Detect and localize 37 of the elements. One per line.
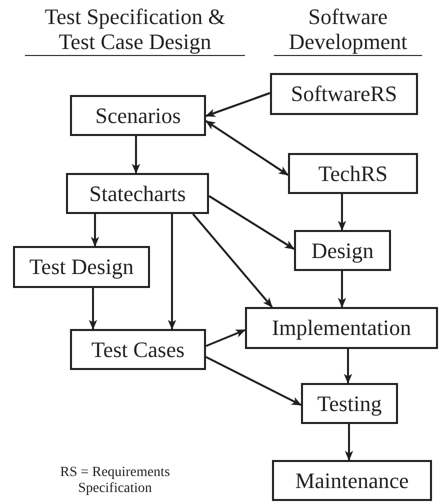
box-label: Test Cases <box>91 338 185 360</box>
arrow <box>344 424 354 461</box>
box-label: Testing <box>317 392 382 414</box>
process-box <box>13 246 150 288</box>
column-heading: Test Specification & Test Case Design <box>25 4 245 56</box>
arrow <box>206 356 302 406</box>
process-box <box>272 460 432 501</box>
process-box <box>70 329 206 370</box>
box-label: Scenarios <box>95 104 181 126</box>
process-box <box>70 95 206 136</box>
box-label: SoftwareRS <box>290 83 398 105</box>
process-box <box>294 230 391 271</box>
column-heading: Software Development <box>274 4 422 56</box>
process-box <box>245 307 438 349</box>
arrow <box>338 271 346 308</box>
box-label: TechRS <box>318 162 388 184</box>
box-label: Statecharts <box>89 182 186 204</box>
arrow <box>192 213 273 308</box>
arrow <box>344 349 352 384</box>
arrow <box>132 136 140 174</box>
arrow <box>205 120 289 176</box>
box-label: Implementation <box>272 317 412 339</box>
arrow <box>206 329 246 347</box>
box-label: Test Design <box>29 256 134 278</box>
box-label: Maintenance <box>295 470 409 492</box>
process-box <box>66 173 209 214</box>
process-box <box>301 383 398 424</box>
process-box <box>270 73 418 115</box>
arrow <box>168 214 176 330</box>
process-box <box>288 153 418 194</box>
arrow <box>88 288 98 330</box>
footnote: RS = Requirements Specification <box>59 465 171 497</box>
arrow <box>205 92 270 117</box>
box-label: Design <box>311 240 374 262</box>
arrow <box>90 214 100 247</box>
arrow <box>208 195 295 250</box>
arrow <box>338 194 346 231</box>
